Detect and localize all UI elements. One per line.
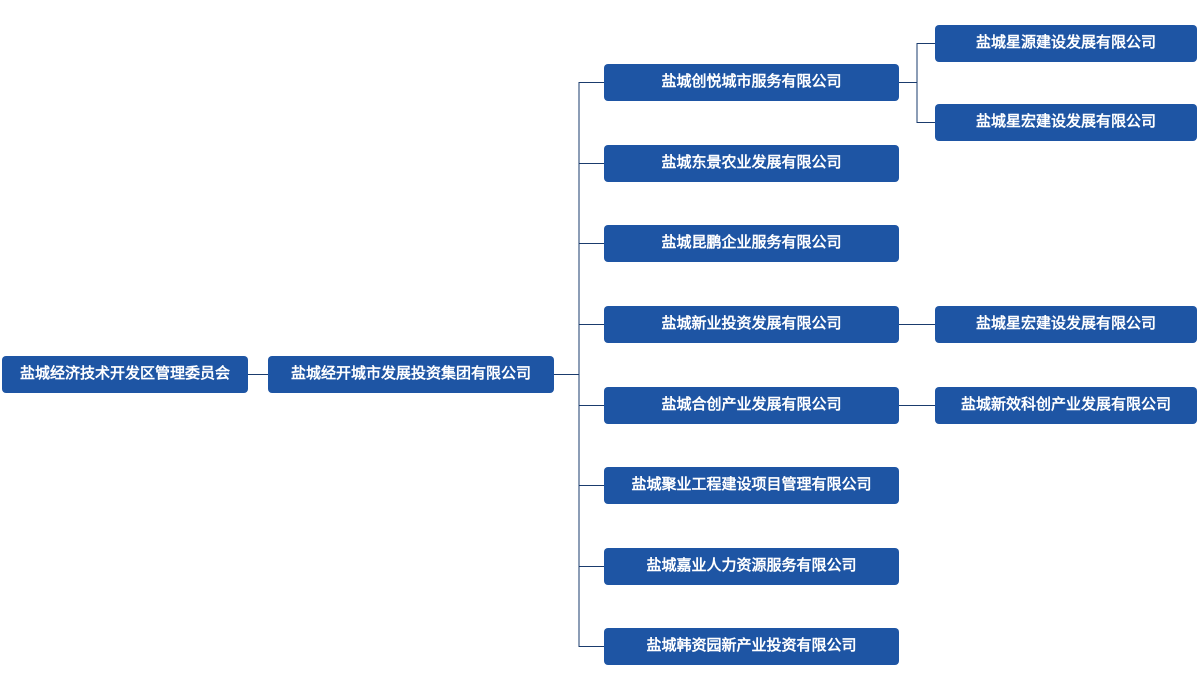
org-node: 盐城星宏建设发展有限公司 — [935, 306, 1197, 343]
org-node: 盐城韩资园新产业投资有限公司 — [604, 628, 899, 665]
org-node: 盐城合创产业发展有限公司 — [604, 387, 899, 424]
connector-line — [554, 374, 604, 647]
org-node: 盐城东景农业发展有限公司 — [604, 145, 899, 182]
org-node: 盐城经济技术开发区管理委员会 — [2, 356, 248, 393]
org-node: 盐城昆鹏企业服务有限公司 — [604, 225, 899, 262]
org-node: 盐城新效科创产业发展有限公司 — [935, 387, 1197, 424]
connector-line — [899, 43, 935, 83]
org-node: 盐城经开城市发展投资集团有限公司 — [268, 356, 554, 393]
connector-line — [554, 324, 604, 375]
connector-line — [899, 82, 935, 123]
org-node: 盐城新业投资发展有限公司 — [604, 306, 899, 343]
org-node: 盐城创悦城市服务有限公司 — [604, 64, 899, 101]
org-node: 盐城星源建设发展有限公司 — [935, 25, 1197, 62]
org-node: 盐城星宏建设发展有限公司 — [935, 104, 1197, 141]
org-node: 盐城聚业工程建设项目管理有限公司 — [604, 467, 899, 504]
org-node: 盐城嘉业人力资源服务有限公司 — [604, 548, 899, 585]
